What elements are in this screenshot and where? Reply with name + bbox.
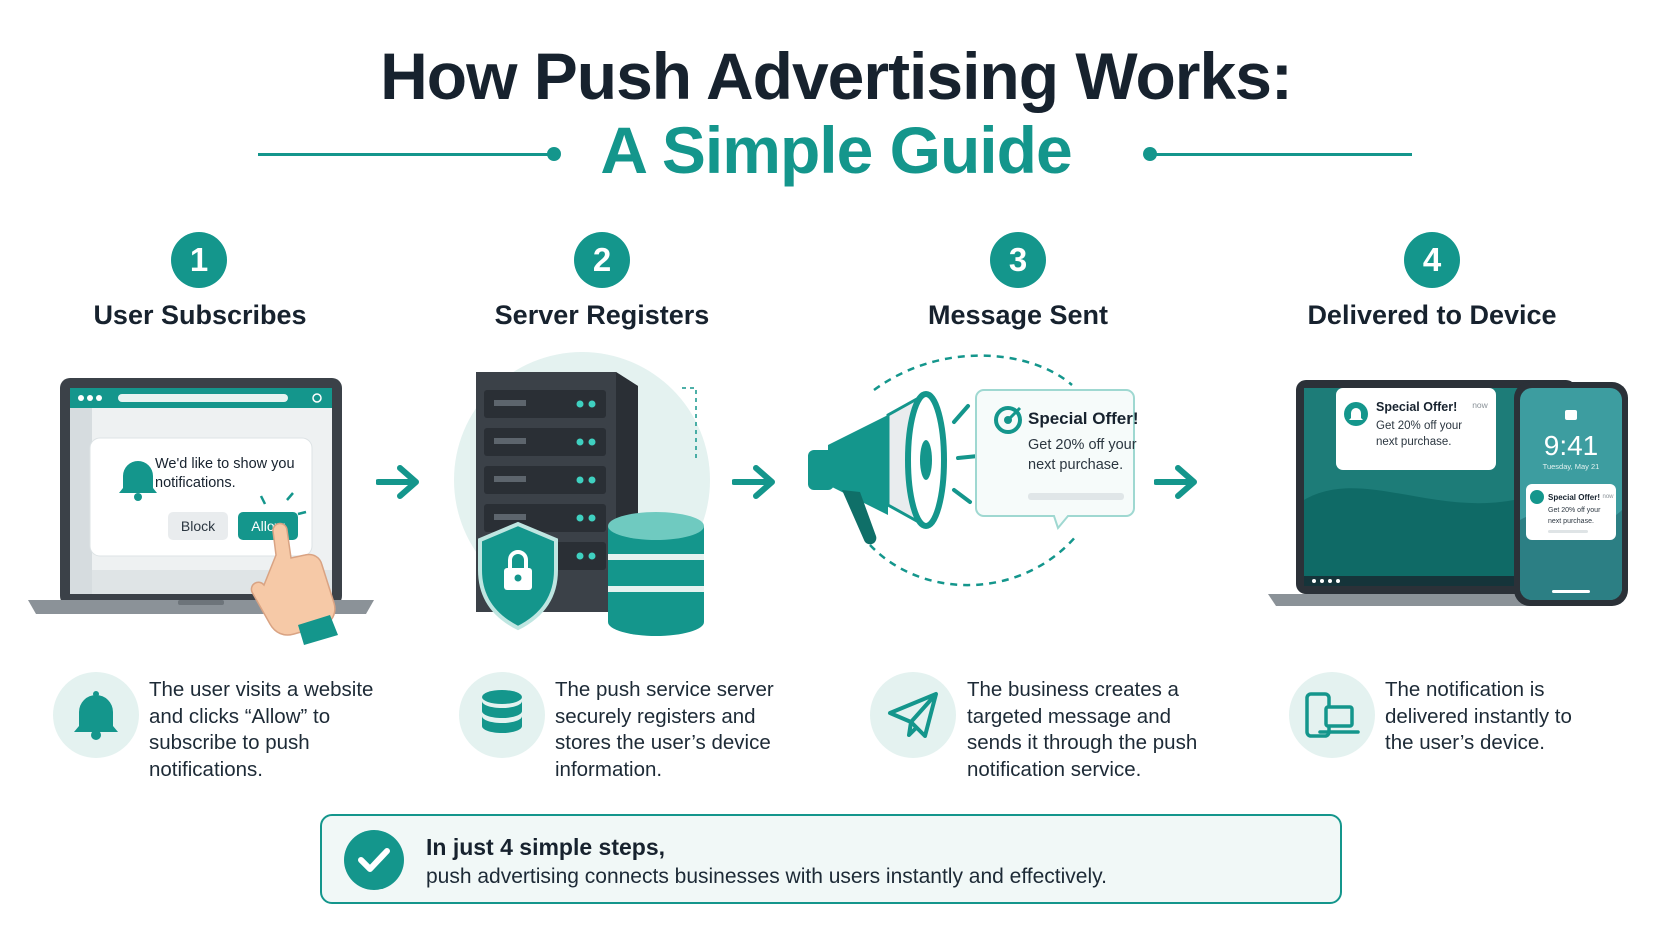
step-2-description: The push service server securely registe… <box>555 678 774 781</box>
phone-offer-title: Special Offer! <box>1548 493 1600 502</box>
title-divider-left <box>258 153 554 156</box>
step-3-number: 3 <box>990 232 1046 288</box>
devices-icon <box>1305 692 1360 738</box>
subscribe-bell-icon <box>53 672 139 758</box>
database-icon <box>482 690 522 733</box>
bell-icon <box>119 461 157 501</box>
phone-offer-time: now <box>1602 494 1614 500</box>
step-4-description: The notification is delivered instantly … <box>1385 678 1572 754</box>
offer-line2: next purchase. <box>1028 457 1123 473</box>
phone-time: 9:41 <box>1544 430 1599 461</box>
summary-text: push advertising connects businesses wit… <box>426 865 1107 888</box>
laptop-offer-time: now <box>1472 400 1488 410</box>
send-plane-icon <box>870 672 956 758</box>
bell-icon <box>74 691 118 740</box>
arrow-right-icon <box>376 465 419 499</box>
megaphone-illustration: Special Offer! Get 20% off your next pur… <box>808 354 1139 587</box>
arrow-right-icon <box>732 465 775 499</box>
laptop-device: Special Offer! now Get 20% off your next… <box>1268 380 1604 606</box>
offer-title: Special Offer! <box>1028 409 1139 428</box>
step-1-title: User Subscribes <box>93 300 307 330</box>
offer-card: Special Offer! Get 20% off your next pur… <box>975 389 1139 531</box>
shield-lock-icon <box>478 521 558 631</box>
subscribe-prompt-line1: We'd like to show you <box>155 456 295 472</box>
phone-device: 9:41 Tuesday, May 21 Special Offer! now … <box>1514 382 1628 606</box>
title-divider-right <box>1150 153 1412 156</box>
phone-offer-line2: next purchase. <box>1548 518 1594 525</box>
block-button[interactable]: Block <box>168 512 228 540</box>
pointing-hand-icon <box>250 492 338 645</box>
phone-offer-line1: Get 20% off your <box>1548 507 1601 514</box>
database-illustration-icon <box>608 512 704 636</box>
phone-date: Tuesday, May 21 <box>1543 462 1600 471</box>
step-2-title: Server Registers <box>494 300 710 330</box>
laptop-offer-line1: Get 20% off your <box>1376 420 1462 432</box>
step-2-number: 2 <box>574 232 630 288</box>
title-divider-dot-left <box>547 147 561 161</box>
step-4-title: Delivered to Device <box>1307 300 1557 330</box>
laptop-offer-line2: next purchase. <box>1376 436 1451 448</box>
page-subtitle: A Simple Guide <box>600 113 1072 187</box>
step-1-number: 1 <box>171 232 227 288</box>
arrow-right-icon <box>1154 465 1197 499</box>
step-3-title: Message Sent <box>927 300 1109 330</box>
summary-heading: In just 4 simple steps, <box>426 834 666 860</box>
summary-box: In just 4 simple steps, push advertising… <box>320 814 1342 904</box>
step-1-description: The user visits a website and clicks “Al… <box>149 678 374 781</box>
check-icon <box>358 848 390 872</box>
check-circle-icon <box>344 830 404 890</box>
delivered-devices-icon <box>1289 672 1375 758</box>
devices-illustration: Special Offer! now Get 20% off your next… <box>1268 380 1628 606</box>
step-3-description: The business creates a targeted message … <box>967 678 1198 781</box>
block-button-label: Block <box>181 518 216 534</box>
paper-plane-icon <box>888 692 938 738</box>
subscribe-prompt-line2: notifications. <box>155 475 236 491</box>
laptop-offer-title: Special Offer! <box>1376 400 1457 414</box>
laptop-subscribe-illustration: We'd like to show you notifications. Blo… <box>28 378 374 645</box>
register-database-icon <box>459 672 545 758</box>
page-title: How Push Advertising Works: <box>380 39 1293 113</box>
step-4-number: 4 <box>1404 232 1460 288</box>
offer-line1: Get 20% off your <box>1028 437 1137 453</box>
megaphone-icon <box>808 391 980 545</box>
server-illustration <box>454 352 710 636</box>
allow-button[interactable]: Allow <box>238 512 298 540</box>
